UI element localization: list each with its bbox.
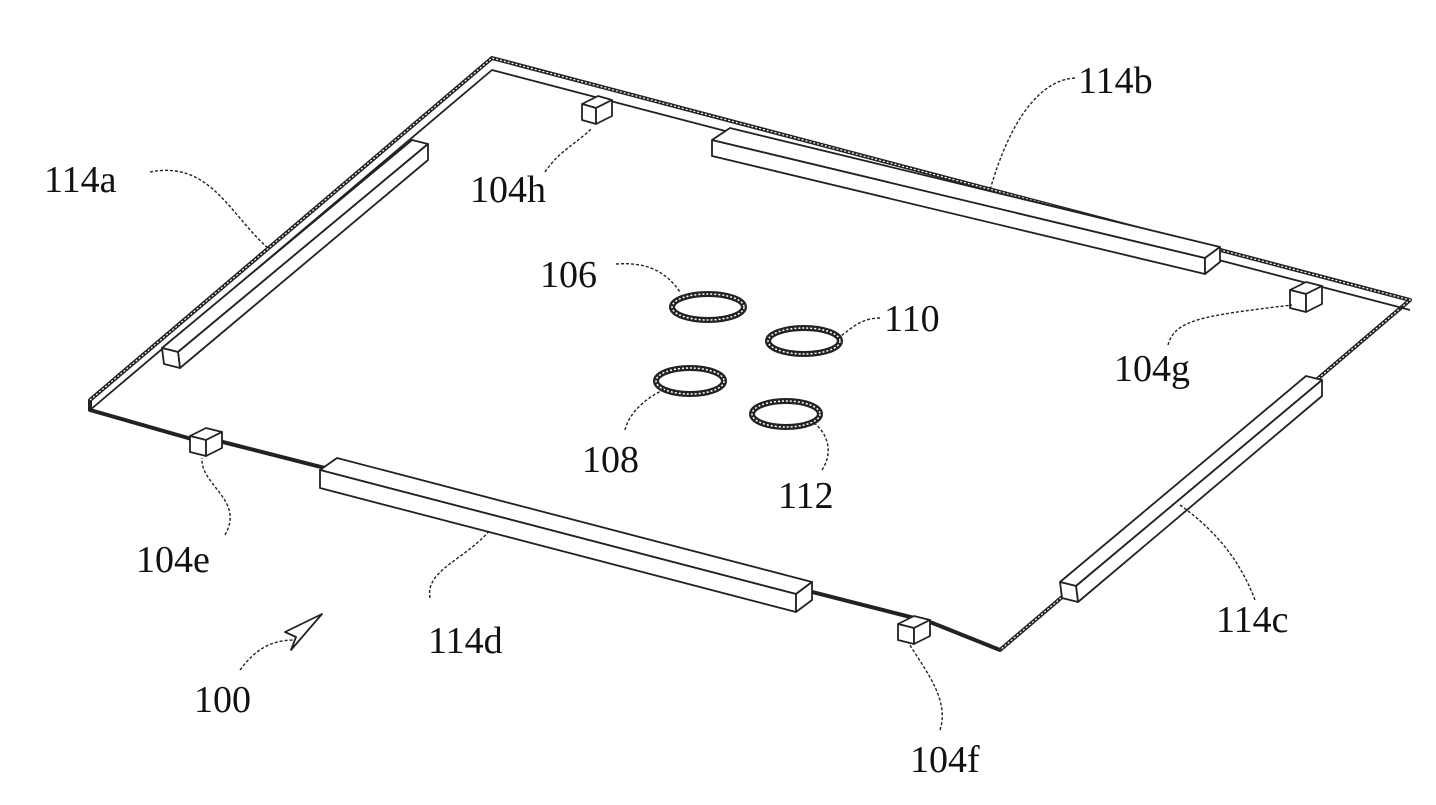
ring-112 [749, 398, 823, 430]
leader-104g [1167, 304, 1293, 346]
label-112: 112 [778, 475, 834, 517]
leader-lines [149, 77, 1293, 731]
label-104g: 104g [1114, 348, 1190, 390]
leader-104h [544, 127, 593, 173]
label-104h: 104h [470, 169, 546, 211]
label-114a: 114a [44, 159, 117, 201]
rail-114c [1059, 375, 1323, 603]
reference-labels: 114a 104h 114b 106 110 104g 108 112 104e… [44, 60, 1288, 781]
block-104g [1289, 281, 1323, 313]
label-114c: 114c [1216, 599, 1288, 641]
label-114b: 114b [1078, 60, 1153, 102]
label-104f: 104f [910, 739, 980, 781]
leader-106 [615, 263, 681, 293]
ring-110 [765, 325, 843, 357]
leader-108 [624, 387, 669, 431]
leader-114c [1179, 504, 1256, 601]
block-104f [897, 615, 931, 645]
label-108: 108 [582, 439, 639, 481]
leader-100 [239, 639, 296, 671]
label-114d: 114d [428, 620, 503, 662]
leader-114b [989, 77, 1076, 191]
label-100: 100 [194, 679, 251, 721]
rail-114d [319, 457, 813, 613]
rail-114a [161, 139, 429, 369]
label-110: 110 [884, 298, 940, 340]
leader-110 [837, 317, 881, 339]
block-104e [189, 427, 223, 457]
rail-114b [711, 127, 1221, 275]
leader-104f [907, 641, 943, 731]
ring-106 [669, 291, 747, 323]
label-106: 106 [540, 254, 597, 296]
label-104e: 104e [136, 539, 210, 581]
block-104h [581, 95, 613, 125]
leader-112 [809, 419, 829, 471]
arrow-100 [284, 613, 323, 651]
leader-104e [201, 457, 231, 536]
leader-114d [429, 529, 491, 599]
ring-108 [653, 365, 727, 397]
leader-114a [149, 169, 269, 249]
